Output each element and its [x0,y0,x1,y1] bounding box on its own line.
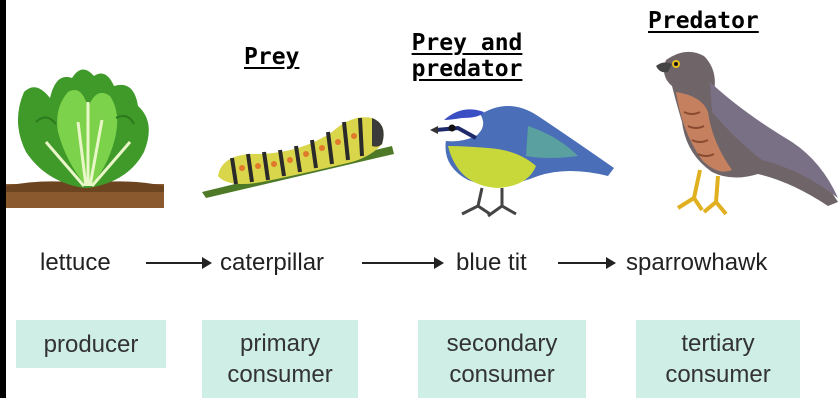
organism-lettuce: lettuce [40,248,111,278]
blue-tit-icon [418,96,618,222]
trophic-level-secondary-consumer: secondary consumer [418,320,586,398]
sparrowhawk-icon [642,42,840,224]
trophic-level-producer-line1: producer [44,329,139,360]
role-label-predator: Predator [648,8,759,34]
caterpillar-icon [202,96,398,206]
trophic-level-tertiary-line1: tertiary [681,328,754,359]
organism-sparrowhawk: sparrowhawk [626,248,767,278]
food-chain-diagram: Prey Prey and predator Predator [6,0,840,398]
trophic-level-primary-consumer: primary consumer [202,320,358,398]
role-label-prey: Prey [244,44,299,70]
trophic-level-secondary-line1: secondary [447,328,558,359]
trophic-level-secondary-line2: consumer [449,359,554,390]
arrow-caterpillar-to-blue-tit [362,262,442,264]
arrow-lettuce-to-caterpillar [146,262,210,264]
role-label-prey-and-predator-line2: predator [396,56,538,82]
trophic-level-tertiary-consumer: tertiary consumer [636,320,800,398]
role-label-prey-and-predator-line1: Prey and [396,30,538,56]
food-chain-row: lettuce caterpillar blue tit sparrowhawk [6,248,840,280]
trophic-level-tertiary-line2: consumer [665,359,770,390]
trophic-level-producer: producer [16,320,166,368]
trophic-level-primary-line2: consumer [227,359,332,390]
organism-caterpillar: caterpillar [220,248,324,278]
trophic-level-primary-line1: primary [240,328,320,359]
lettuce-icon [6,62,166,212]
organism-blue-tit: blue tit [456,248,527,278]
arrow-blue-tit-to-sparrowhawk [558,262,614,264]
role-label-prey-and-predator: Prey and predator [396,30,538,82]
